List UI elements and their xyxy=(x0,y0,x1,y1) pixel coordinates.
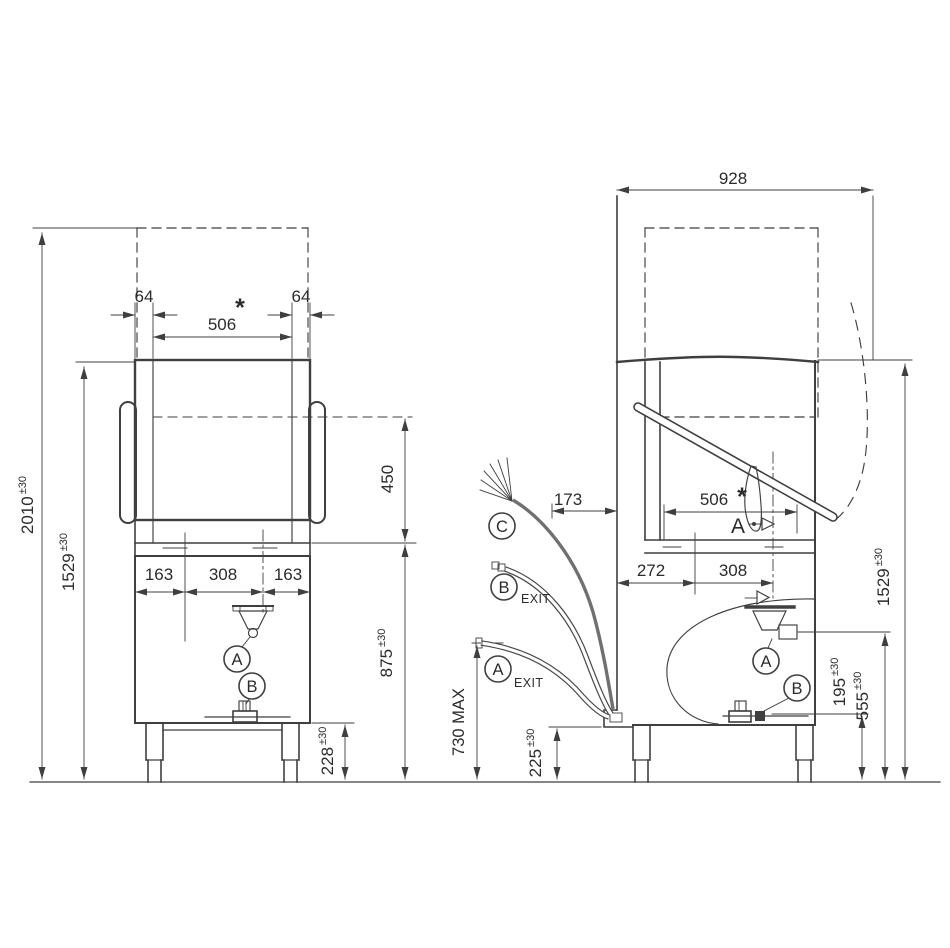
drain-valve-front xyxy=(204,700,291,723)
callout-b-side-label: B xyxy=(791,680,802,698)
hose-b-fitting xyxy=(491,561,500,570)
drain-funnel-side xyxy=(744,589,798,649)
callout-a-side-label: A xyxy=(760,653,771,671)
hood-handle-left xyxy=(119,401,137,524)
leader-b xyxy=(245,698,250,705)
machine-side xyxy=(603,195,820,783)
leg-front-right xyxy=(281,722,300,783)
dim-hose-max-length: 730 MAX xyxy=(450,688,468,756)
dim-drain-center: 308 xyxy=(719,561,747,580)
callout-a-front-label: A xyxy=(231,651,242,669)
dim-base-height: 228±30 xyxy=(317,727,337,776)
asterisk-note: * xyxy=(235,294,245,322)
hood-handle-right xyxy=(308,401,326,524)
callout-a-front xyxy=(223,645,251,673)
dim-rack-depth: 506 xyxy=(700,490,728,509)
callout-c-label: C xyxy=(496,518,508,536)
hood-raised-outline xyxy=(136,227,309,361)
front-dimensions xyxy=(38,232,409,780)
callout-c xyxy=(488,512,516,540)
dim-counter-height: 875±30 xyxy=(376,629,396,678)
leg-front-left xyxy=(145,722,164,783)
callout-a-exit xyxy=(484,655,512,683)
dim-front-clearance: 173 xyxy=(554,490,582,509)
dim-center-width: 308 xyxy=(209,565,237,584)
base-front xyxy=(134,519,311,783)
side-extension-lines xyxy=(471,195,913,728)
callout-b-front xyxy=(238,672,266,700)
leg-side-front xyxy=(632,724,651,783)
callout-b-side xyxy=(783,674,811,702)
drain-path-curve xyxy=(666,598,816,725)
dim-column-width-right: 64 xyxy=(292,287,311,306)
dim-valve-height: 195±30 xyxy=(829,658,849,707)
callout-b-exit xyxy=(490,573,518,601)
dim-opening-height: 450 xyxy=(378,465,397,493)
dim-drain-front: 272 xyxy=(637,561,665,580)
hose-b xyxy=(491,561,614,716)
dim-drain-outlet-height: 555±30 xyxy=(852,672,872,721)
front-view: A B 2010±30 1529±30 64 * 64 506 163 308 xyxy=(17,227,417,783)
section-marker-a: A xyxy=(731,515,745,538)
dim-hood-closed-height-side: 1529±30 xyxy=(873,548,893,606)
hood-swing-arc xyxy=(833,302,868,522)
exit-label-a: EXIT xyxy=(514,676,543,690)
callout-b-front-label: B xyxy=(246,678,257,696)
exit-label-b: EXIT xyxy=(521,592,550,606)
leader-a xyxy=(241,636,251,648)
dim-clear-width: 506 xyxy=(208,315,236,334)
drain-valve-side xyxy=(722,697,809,723)
callout-a-side xyxy=(752,647,780,675)
dim-total-height: 2010±30 xyxy=(17,476,37,534)
leg-side-rear xyxy=(795,724,814,783)
dim-offset-left: 163 xyxy=(145,565,173,584)
dim-depth: 928 xyxy=(719,169,747,188)
drain-funnel-front xyxy=(232,605,274,639)
hood-handle-side xyxy=(633,402,838,522)
hood-front xyxy=(119,358,326,544)
side-dimensions xyxy=(473,186,909,780)
dim-rack-depth-star: * xyxy=(737,483,747,511)
dim-cable-exit-height: 225±30 xyxy=(525,729,545,778)
section-marker-arrow xyxy=(761,517,776,531)
front-extension-lines xyxy=(32,227,417,724)
dim-hood-closed-height: 1529±30 xyxy=(58,533,78,591)
callout-b-exit-label: B xyxy=(498,579,509,597)
connection-cable-c xyxy=(479,457,615,710)
hood-raised-outline-side xyxy=(644,227,819,418)
callout-a-exit-label: A xyxy=(492,661,503,679)
cable-fray xyxy=(479,457,513,502)
dim-offset-right: 163 xyxy=(274,565,302,584)
dim-column-width-left: 64 xyxy=(135,287,154,306)
side-view: A B A xyxy=(450,169,913,783)
